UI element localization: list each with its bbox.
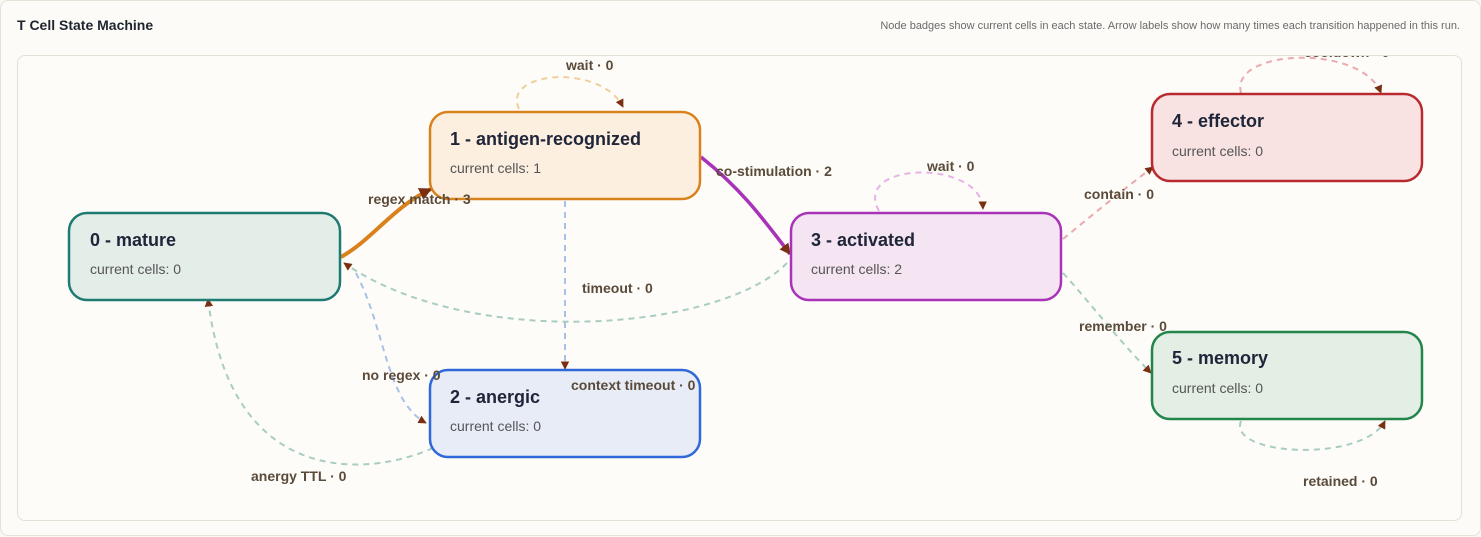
edges-layer — [204, 56, 1386, 466]
edge-co-stimulation — [699, 155, 792, 256]
edge-label-cooldown: cooldown · 0 — [1304, 44, 1390, 60]
node-mature-box — [67, 211, 342, 302]
node-memory-box — [1150, 330, 1424, 421]
edge-wait-1 — [515, 76, 624, 110]
edge-no-regex — [355, 272, 427, 424]
edge-label-wait-3: wait · 0 — [926, 158, 975, 174]
node-anergic-box — [428, 368, 702, 459]
node-antigen-recognized-count: current cells: 1 — [450, 160, 541, 176]
node-activated-count: current cells: 2 — [811, 261, 902, 277]
panel-caption: Node badges show current cells in each s… — [880, 20, 1460, 32]
node-anergic-count: current cells: 0 — [450, 418, 541, 434]
node-antigen-recognized[interactable]: 1 - antigen-recognized current cells: 1 — [428, 110, 702, 201]
node-mature-count: current cells: 0 — [90, 261, 181, 277]
edge-regex-match — [340, 187, 433, 259]
node-effector-count: current cells: 0 — [1172, 143, 1263, 159]
edge-context-timeout — [343, 262, 788, 323]
node-memory[interactable]: 5 - memory current cells: 0 — [1150, 330, 1424, 421]
node-memory-name: 5 - memory — [1172, 348, 1268, 368]
node-activated[interactable]: 3 - activated current cells: 2 — [789, 211, 1063, 302]
node-antigen-recognized-box — [428, 110, 702, 201]
node-effector-box — [1150, 92, 1424, 183]
node-effector-name: 4 - effector — [1172, 111, 1264, 131]
edge-labels: regex match · 3 co-stimulation · 2 wait … — [251, 44, 1390, 489]
node-effector[interactable]: 4 - effector current cells: 0 — [1150, 92, 1424, 183]
edge-label-context-timeout: context timeout · 0 — [571, 377, 696, 393]
edge-contain — [1062, 166, 1154, 240]
edge-label-retained: retained · 0 — [1303, 473, 1378, 489]
node-activated-name: 3 - activated — [811, 230, 915, 250]
edge-cooldown — [1239, 56, 1383, 94]
node-anergic-name: 2 - anergic — [450, 387, 540, 407]
edge-label-co-stimulation: co-stimulation · 2 — [716, 163, 832, 179]
edge-retained — [1239, 420, 1386, 451]
edge-label-anergy-ttl: anergy TTL · 0 — [251, 468, 347, 484]
node-activated-box — [789, 211, 1063, 302]
edge-anergy-ttl — [204, 298, 434, 466]
edge-label-no-regex: no regex · 0 — [362, 367, 441, 383]
node-mature-name: 0 - mature — [90, 230, 176, 250]
edge-remember — [1062, 272, 1152, 374]
edge-label-wait-1: wait · 0 — [565, 57, 614, 73]
node-memory-count: current cells: 0 — [1172, 380, 1263, 396]
node-anergic[interactable]: 2 - anergic current cells: 0 — [428, 368, 702, 459]
panel-title: T Cell State Machine — [17, 17, 154, 33]
edge-label-remember: remember · 0 — [1079, 318, 1167, 334]
edge-label-contain: contain · 0 — [1084, 186, 1154, 202]
node-mature[interactable]: 0 - mature current cells: 0 — [67, 211, 342, 302]
edge-label-timeout: timeout · 0 — [582, 280, 653, 296]
edge-label-regex-match: regex match · 3 — [368, 191, 471, 207]
node-antigen-recognized-name: 1 - antigen-recognized — [450, 129, 641, 149]
edge-wait-3 — [874, 171, 987, 212]
